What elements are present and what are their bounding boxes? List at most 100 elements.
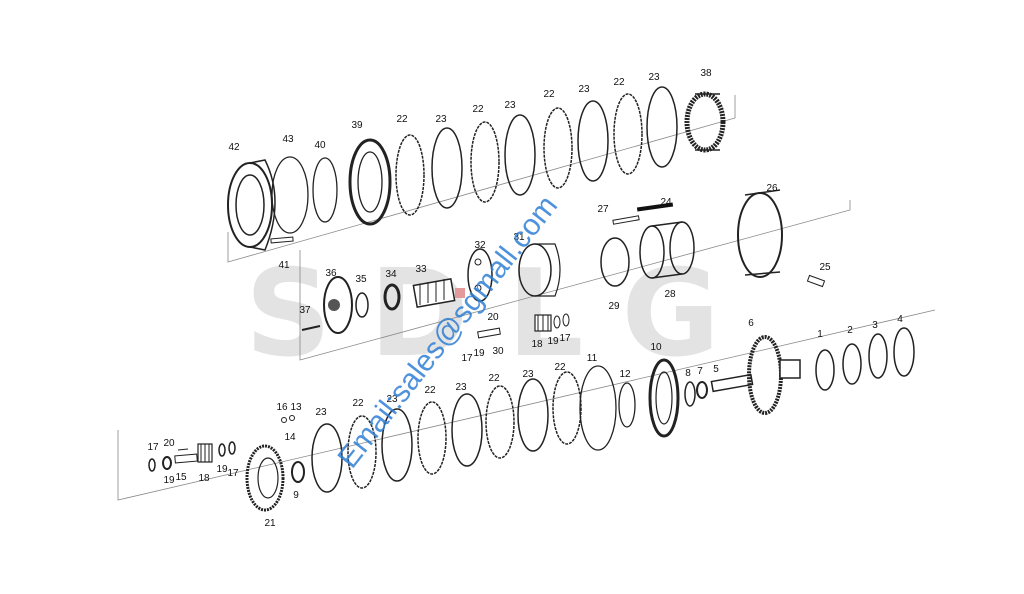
callout-label-30: 30 [492,346,504,357]
callout-label-6: 6 [748,318,754,329]
callout-label-42: 42 [228,142,240,153]
callout-label-23: 23 [315,407,327,418]
part-29-snapring [600,237,630,287]
part-25-pin [806,274,826,288]
part-15-pin [174,453,198,464]
part-42-housing [227,159,276,251]
callout-label-17: 17 [559,333,571,344]
part-37-bolt [301,325,321,331]
callout-label-39: 39 [351,120,363,131]
part-24-spring [636,202,674,212]
callout-label-37: 37 [299,305,311,316]
callout-label-26: 26 [766,183,778,194]
lower-clutch-pack [148,327,915,512]
callout-label-22: 22 [613,77,625,88]
part-19-washer-mid [553,315,561,329]
callout-label-18: 18 [531,339,543,350]
brand-watermark-accent [455,288,465,298]
part-16-13-14-bolts [281,415,295,423]
part-4-washer [893,327,915,377]
part-7-ring [696,381,708,399]
callout-label-9: 9 [293,490,299,501]
callout-label-5: 5 [713,364,719,375]
part-38-drum [684,91,726,153]
part-36-carrier [323,276,353,334]
callout-label-28: 28 [664,289,676,300]
part-27-pin [612,215,640,225]
part-19-washer-low [162,456,172,470]
callout-label-1: 1 [817,329,823,340]
part-17-washer-low-2 [228,441,236,455]
callout-label-16: 16 [276,402,288,413]
callout-label-27: 27 [597,204,609,215]
callout-label-29: 29 [608,301,620,312]
part-3-washer [868,333,888,379]
callout-label-19: 19 [216,464,228,475]
part-40-seal [312,157,338,223]
callout-label-22: 22 [543,89,555,100]
part-33-shaft [412,277,456,309]
callout-label-4: 4 [897,314,903,325]
part-19-washer-low-2 [218,443,226,457]
callout-label-10: 10 [650,342,662,353]
part-32-plate [467,248,493,302]
part-11-ring [579,365,617,451]
part-8-ring [684,381,696,407]
part-35-ring [355,292,369,318]
part-31-hub [518,243,561,297]
part-26-housing [737,189,783,278]
callout-label-43: 43 [282,134,294,145]
callout-label-36: 36 [325,268,337,279]
callout-label-18: 18 [198,473,210,484]
callout-label-23: 23 [578,84,590,95]
callout-label-23: 23 [386,394,398,405]
callout-label-20: 20 [163,438,175,449]
callout-label-19: 19 [547,336,559,347]
callout-label-33: 33 [415,264,427,275]
middle-planetary-group [270,189,826,339]
part-5-shaft [710,373,754,393]
callout-label-23: 23 [455,382,467,393]
callout-label-23: 23 [435,114,447,125]
callout-label-22: 22 [488,373,500,384]
callout-label-25: 25 [819,262,831,273]
callout-label-19: 19 [473,348,485,359]
part-34-washer [383,283,401,311]
upper-clutch-pack [227,86,726,251]
callout-label-15: 15 [175,472,187,483]
part-12-ring [618,382,636,428]
part-43-oring [271,156,309,234]
callout-label-12: 12 [619,369,631,380]
callout-label-23: 23 [648,72,660,83]
callout-label-20: 20 [487,312,499,323]
callout-label-23: 23 [504,100,516,111]
callout-label-22: 22 [396,114,408,125]
callout-label-31: 31 [513,232,525,243]
callout-label-41: 41 [278,260,290,271]
callout-label-38: 38 [700,68,712,79]
callout-label-17: 17 [461,353,473,364]
part-17-washer-low [148,458,156,472]
callout-label-14: 14 [284,432,296,443]
frame-upper [227,95,736,263]
part-6-gear [747,335,801,415]
callout-label-8: 8 [685,368,691,379]
callout-label-13: 13 [290,402,302,413]
callout-label-7: 7 [697,366,703,377]
callout-label-35: 35 [355,274,367,285]
callout-label-19: 19 [163,475,175,486]
part-18-bearing-mid [534,314,552,332]
callout-label-11: 11 [587,353,598,364]
frame-lower [117,309,936,501]
part-10-piston [648,358,680,438]
part-9-ring [291,461,305,483]
part-41-pin [270,236,294,244]
callout-label-21: 21 [264,518,276,529]
callout-label-2: 2 [847,325,853,336]
part-21-carrier [245,444,285,512]
upper-discs [395,86,678,216]
callout-label-24: 24 [660,197,672,208]
part-39-piston [348,138,392,226]
